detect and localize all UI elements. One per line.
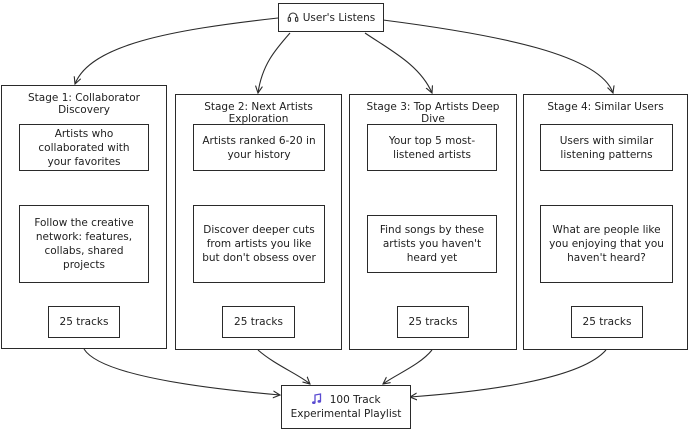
stage-3-title: Stage 3: Top Artists Deep Dive	[366, 101, 500, 125]
stage-4-step: What are people like you enjoying that y…	[540, 205, 673, 283]
stage-1-title: Stage 1: Collaborator Discovery	[28, 92, 140, 116]
stage-4-input: Users with similar listening patterns	[540, 124, 673, 171]
arrow-source-to-stage-3	[364, 32, 432, 93]
target-line-1-row: 100 Track	[311, 393, 381, 407]
arrow-source-to-stage-2	[258, 32, 291, 93]
headphones-icon	[287, 11, 299, 25]
stage-3-step: Find songs by these artists you haven't …	[367, 215, 497, 273]
stage-2-step: Discover deeper cuts from artists you li…	[193, 205, 325, 283]
arrow-source-to-stage-4	[382, 19, 613, 93]
stage-1-output: 25 tracks	[48, 306, 120, 338]
target-node: 100 Track Experimental Playlist	[281, 385, 411, 429]
arrow-stage-2-to-target	[257, 349, 310, 384]
arrow-stage-4-to-target	[410, 349, 607, 397]
stage-1-input: Artists who collaborated with your favor…	[19, 124, 149, 171]
arrow-source-to-stage-1	[75, 17, 279, 84]
stage-2-input: Artists ranked 6-20 in your history	[193, 124, 325, 171]
stage-4-output: 25 tracks	[571, 306, 643, 338]
arrow-stage-1-to-target	[83, 348, 280, 395]
stage-1-step: Follow the creative network: features, c…	[19, 205, 149, 283]
stage-3-output: 25 tracks	[397, 306, 469, 338]
stage-3-input: Your top 5 most-listened artists	[367, 124, 497, 171]
stage-4-title: Stage 4: Similar Users	[547, 101, 664, 113]
source-node: User's Listens	[278, 3, 384, 32]
music-note-icon	[311, 393, 322, 407]
stage-2-output: 25 tracks	[222, 306, 295, 338]
source-label: User's Listens	[302, 11, 376, 24]
target-line-1: 100 Track	[329, 394, 381, 406]
stage-2-title: Stage 2: Next Artists Exploration	[204, 101, 313, 125]
arrow-stage-3-to-target	[383, 349, 433, 384]
target-line-2: Experimental Playlist	[290, 408, 402, 420]
